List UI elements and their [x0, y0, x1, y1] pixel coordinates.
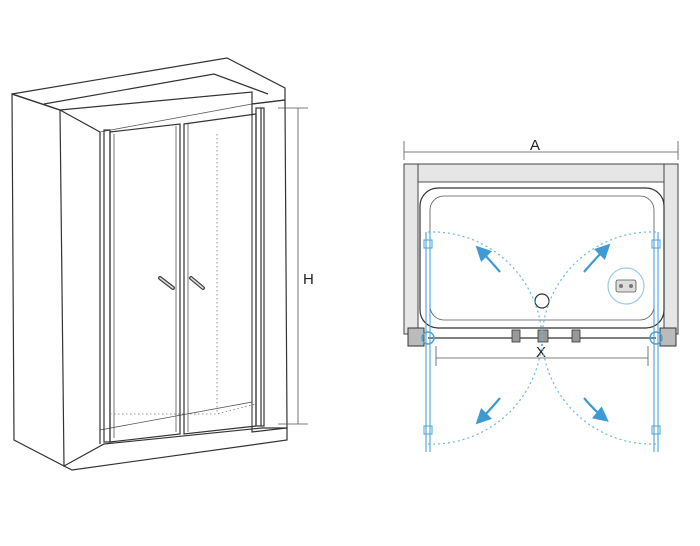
right-door-leaf-outward [651, 338, 661, 452]
left-wall-bracket-icon [407, 327, 435, 347]
shower-tray [419, 187, 665, 329]
right-wall [251, 99, 288, 433]
left-door-swing-outward [427, 337, 543, 445]
width-a-label: A [530, 137, 540, 154]
isometric-view: H [11, 57, 314, 471]
left-door-panel [109, 123, 181, 443]
left-handle-icon [158, 276, 175, 290]
arrow-right-outward-icon [583, 397, 609, 422]
left-door-leaf-inward [423, 232, 433, 338]
height-dimension [278, 107, 308, 425]
plan-handle-left-icon [511, 329, 521, 343]
arrow-left-outward-icon [475, 397, 501, 425]
left-door-swing-inward [427, 231, 543, 339]
arrow-left-inward-icon [475, 245, 501, 273]
drain-icon [534, 293, 550, 309]
right-wall-bracket-icon [649, 327, 677, 347]
right-handle-icon [189, 276, 205, 290]
right-profile [255, 107, 265, 427]
floor [62, 427, 288, 471]
right-door-leaf-inward [651, 232, 661, 338]
left-wall-band [403, 163, 419, 335]
niche-inner-top [43, 73, 269, 105]
plan-handle-center-icon [537, 329, 549, 343]
right-door-swing-inward [541, 231, 657, 339]
arrow-right-inward-icon [583, 243, 611, 273]
width-x-dimension [435, 346, 649, 366]
right-door-panel [183, 113, 257, 435]
height-label: H [303, 271, 314, 288]
left-door-leaf-outward [423, 338, 433, 452]
left-wall [11, 93, 65, 467]
width-a-dimension [403, 141, 679, 160]
hinge-detail-icon [607, 267, 645, 305]
width-x-label: X [536, 344, 546, 361]
left-profile [103, 129, 111, 443]
left-wall-inner-top [59, 109, 101, 133]
plan-view: A X [403, 137, 679, 452]
right-wall-band [663, 163, 679, 335]
back-wall-band [403, 163, 679, 183]
plan-handle-right-icon [571, 329, 581, 343]
right-door-swing-outward [541, 337, 657, 445]
